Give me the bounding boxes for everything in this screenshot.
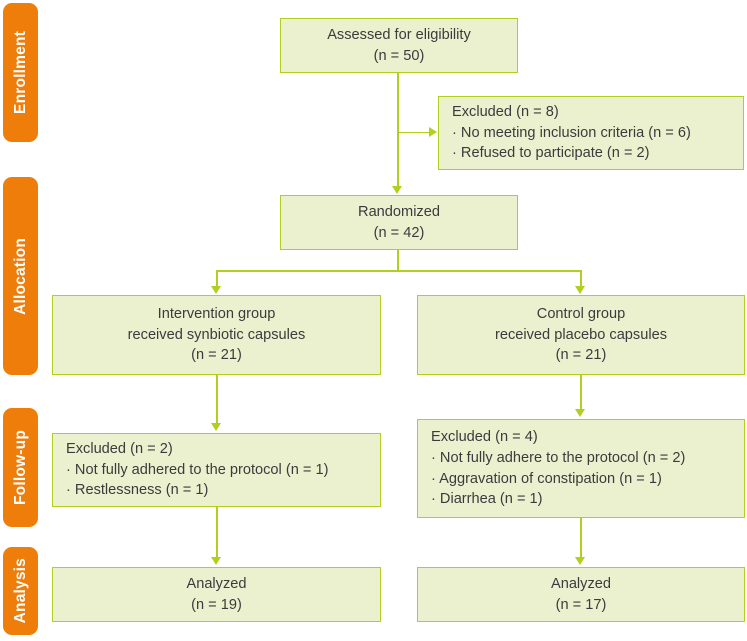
connector-control-to-excluded — [580, 375, 582, 409]
stage-label-followup-text: Follow-up — [11, 430, 29, 505]
arrowhead-to-randomized — [392, 186, 402, 194]
stage-label-allocation: Allocation — [3, 177, 38, 375]
connector-intervention-to-excluded — [216, 375, 218, 423]
node-excluded-control: Excluded (n = 4) · Not fully adhere to t… — [417, 419, 745, 518]
node-randomized-line-1: Randomized — [358, 203, 440, 220]
arrowhead-to-excluded-control — [575, 409, 586, 417]
node-control-group-line-3: (n = 21) — [555, 347, 607, 364]
connector-to-excluded-enrollment — [397, 131, 430, 134]
node-excluded-intervention-line-1: Excluded (n = 2) — [66, 440, 173, 457]
arrowhead-to-intervention-group — [211, 286, 222, 294]
stage-label-enrollment: Enrollment — [3, 3, 38, 142]
node-analyzed-intervention: Analyzed (n = 19) — [52, 567, 381, 622]
node-analyzed-control-line-2: (n = 17) — [555, 596, 607, 613]
node-excluded-enrollment-line-2: · No meeting inclusion criteria (n = 6) — [452, 124, 691, 141]
arrowhead-to-excluded-intervention — [211, 423, 222, 431]
node-intervention-group-line-2: received synbiotic capsules — [127, 326, 306, 343]
node-excluded-intervention: Excluded (n = 2) · Not fully adhered to … — [52, 433, 381, 507]
node-analyzed-control: Analyzed (n = 17) — [417, 567, 745, 622]
connector-split-right — [397, 270, 582, 272]
node-control-group-line-1: Control group — [536, 305, 626, 322]
connector-randomized-stem — [397, 250, 399, 271]
node-intervention-group-line-3: (n = 21) — [191, 347, 242, 364]
stage-label-analysis-text: Analysis — [11, 558, 29, 624]
stage-label-analysis: Analysis — [3, 547, 38, 635]
node-analyzed-intervention-line-1: Analyzed — [186, 575, 247, 592]
node-intervention-group: Intervention group received synbiotic ca… — [52, 295, 381, 375]
node-randomized: Randomized (n = 42) — [280, 195, 518, 250]
node-assessed-line-1: Assessed for eligibility — [327, 26, 471, 43]
stage-label-allocation-text: Allocation — [11, 237, 29, 315]
node-excluded-enrollment-line-3: · Refused to participate (n = 2) — [452, 145, 650, 162]
node-assessed-for-eligibility: Assessed for eligibility (n = 50) — [280, 18, 518, 73]
arrowhead-to-analyzed-control — [575, 557, 586, 565]
node-excluded-intervention-line-3: · Restlessness (n = 1) — [66, 482, 209, 499]
stage-label-enrollment-text: Enrollment — [11, 31, 29, 114]
node-randomized-line-2: (n = 42) — [373, 224, 425, 241]
arrowhead-to-excluded-enrollment — [429, 127, 437, 137]
connector-split-left — [216, 270, 398, 272]
node-assessed-line-2: (n = 50) — [373, 47, 425, 64]
connector-drop-intervention — [216, 270, 218, 287]
connector-drop-control — [580, 270, 582, 287]
node-control-group: Control group received placebo capsules … — [417, 295, 745, 375]
stage-label-followup: Follow-up — [3, 408, 38, 527]
node-excluded-intervention-line-2: · Not fully adhered to the protocol (n =… — [66, 461, 329, 478]
connector-excluded-to-analyzed-control — [580, 518, 582, 557]
connector-assessed-to-randomized — [397, 72, 399, 186]
node-excluded-control-line-1: Excluded (n = 4) — [431, 429, 538, 446]
node-excluded-control-line-2: · Not fully adhere to the protocol (n = … — [431, 449, 686, 466]
node-control-group-line-2: received placebo capsules — [495, 326, 667, 343]
node-excluded-enrollment: Excluded (n = 8) · No meeting inclusion … — [438, 96, 744, 170]
arrowhead-to-control-group — [575, 286, 586, 294]
connector-excluded-to-analyzed-intervention — [216, 507, 218, 557]
node-analyzed-intervention-line-2: (n = 19) — [191, 596, 242, 613]
node-intervention-group-line-1: Intervention group — [157, 305, 276, 322]
node-excluded-enrollment-line-1: Excluded (n = 8) — [452, 103, 559, 120]
node-excluded-control-line-4: · Diarrhea (n = 1) — [431, 491, 543, 508]
node-analyzed-control-line-1: Analyzed — [550, 575, 612, 592]
arrowhead-to-analyzed-intervention — [211, 557, 222, 565]
node-excluded-control-line-3: · Aggravation of constipation (n = 1) — [431, 470, 662, 487]
